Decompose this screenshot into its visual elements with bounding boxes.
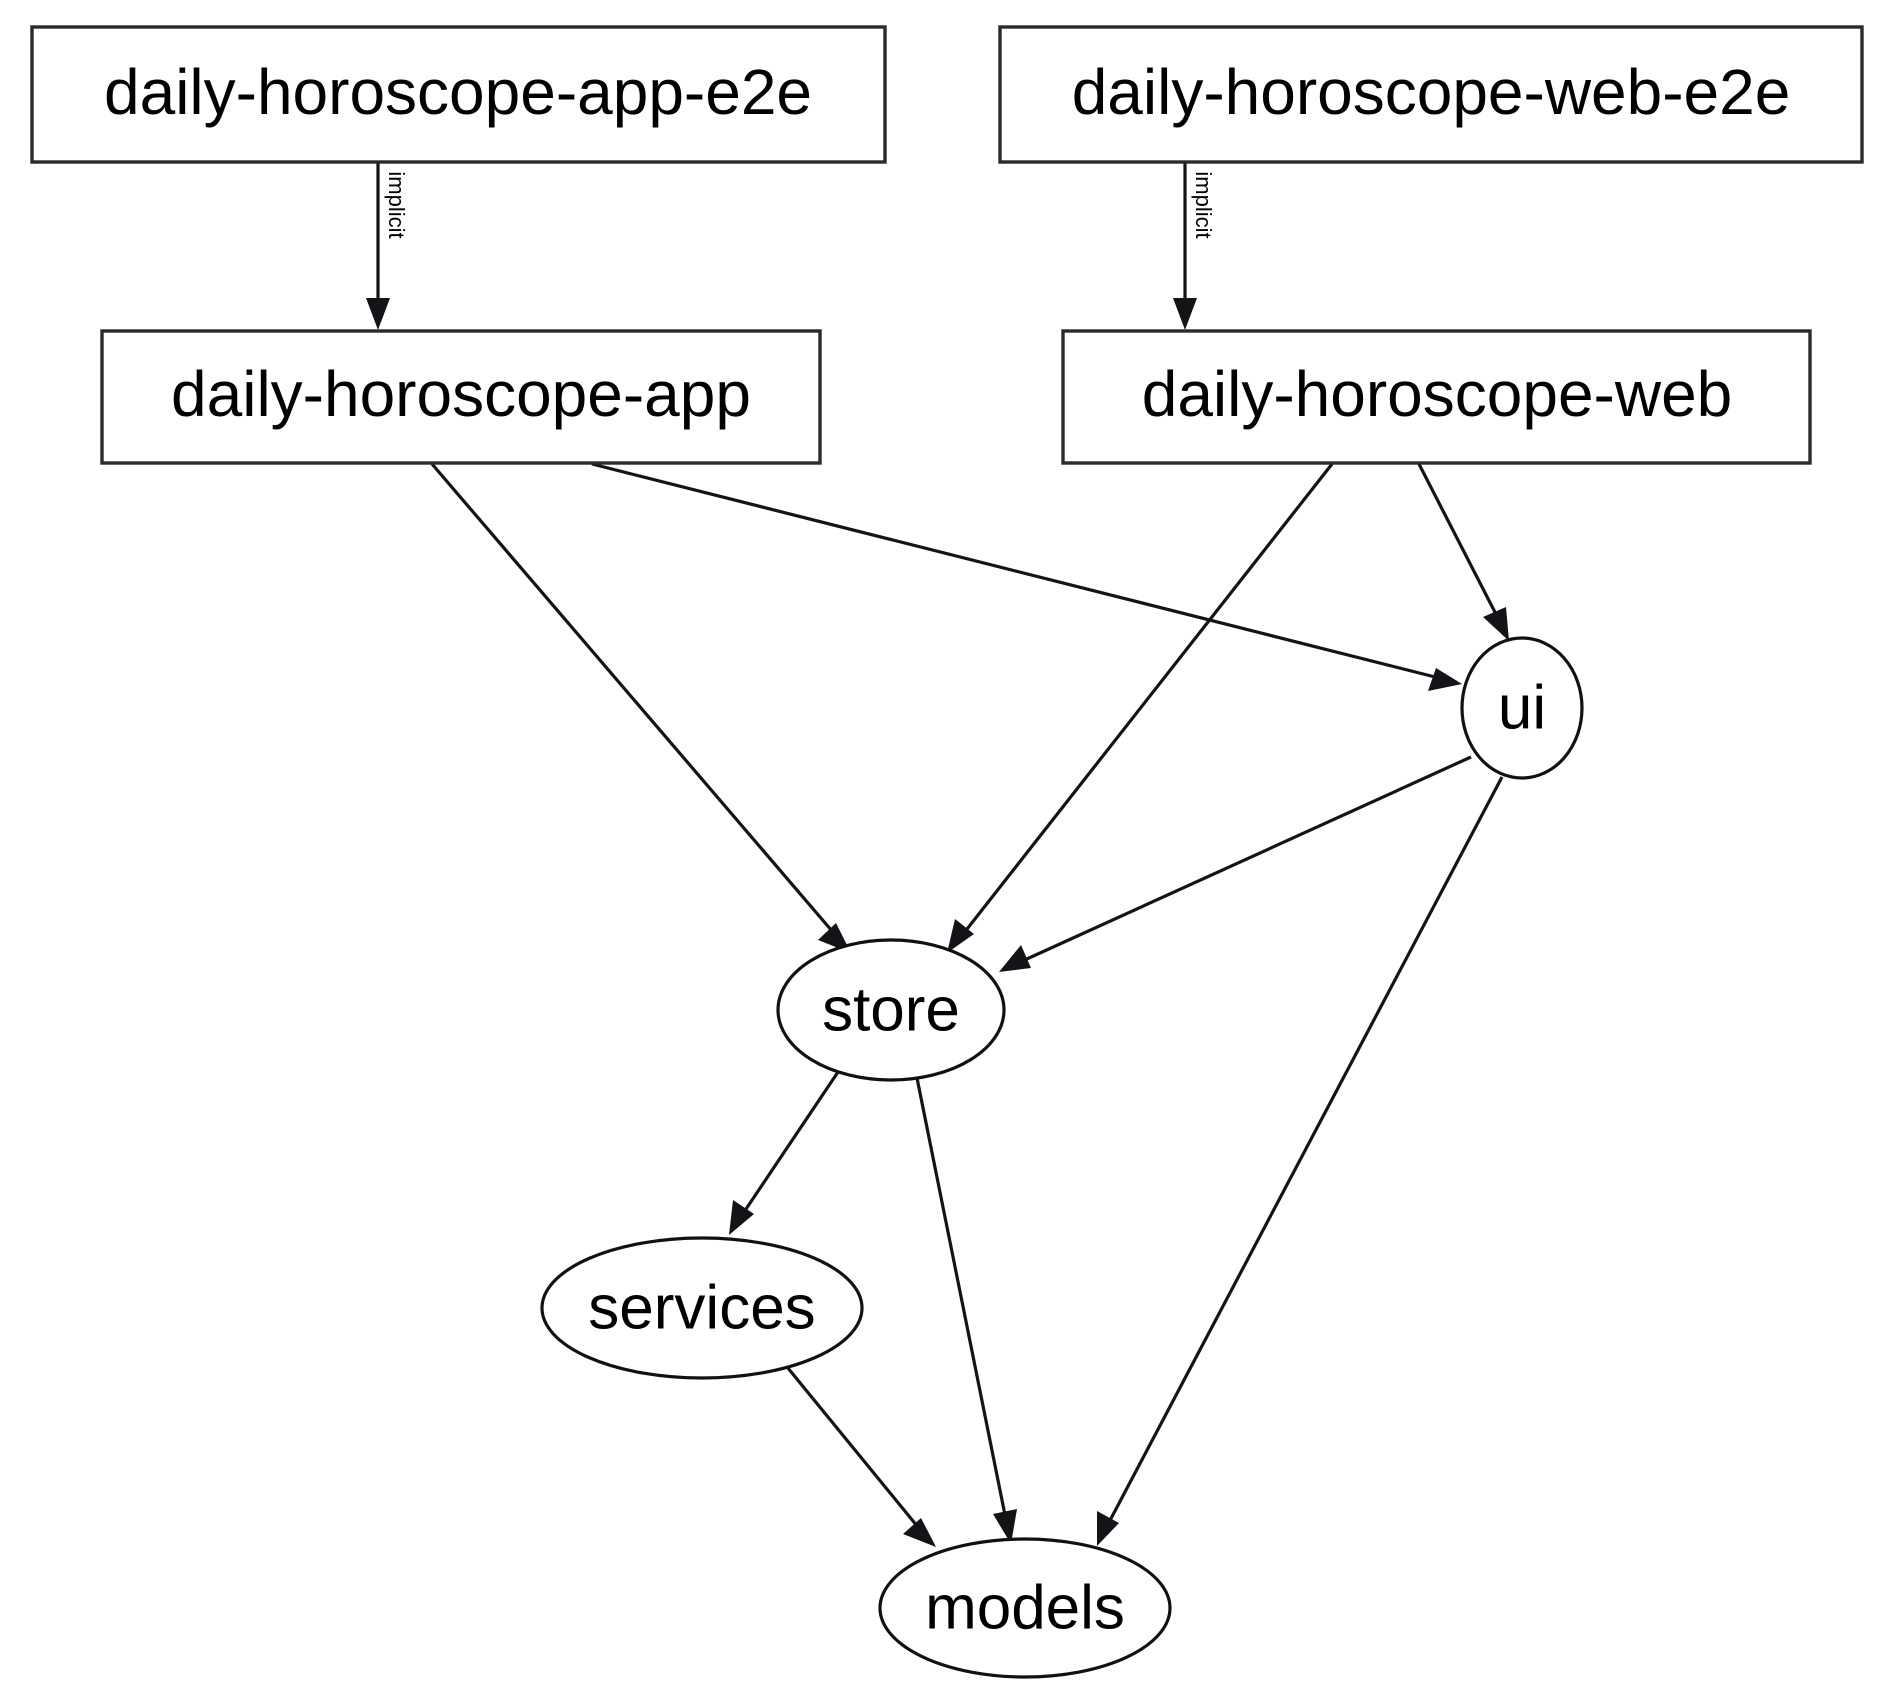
edge-line [430, 462, 840, 940]
edge-line [738, 1068, 842, 1219]
edge-ui-to-models [1097, 776, 1504, 1546]
node-services[interactable]: services [540, 1236, 864, 1380]
edge-services-to-models [781, 1360, 936, 1547]
node-label: daily-horoscope-web [1142, 358, 1733, 430]
edge-app-to-ui [591, 462, 1462, 691]
node-label: store [822, 975, 960, 1044]
node-label: daily-horoscope-app [171, 358, 751, 430]
node-daily-horoscope-app-e2e[interactable]: daily-horoscope-app-e2e [30, 25, 887, 164]
node-shape-box[interactable] [30, 25, 887, 164]
edge-web-to-ui [1417, 463, 1509, 641]
edge-web-to-store [947, 463, 1334, 953]
node-shape-ellipse[interactable] [776, 938, 1006, 1082]
node-ui[interactable]: ui [1460, 636, 1584, 780]
arrowhead-icon [947, 919, 974, 953]
arrowhead-icon [903, 1518, 936, 1547]
node-models[interactable]: models [878, 1537, 1172, 1679]
node-store[interactable]: store [776, 938, 1006, 1082]
node-shape-box[interactable] [998, 25, 1864, 164]
edge-line [1417, 463, 1502, 623]
edge-ui-to-store [999, 755, 1472, 972]
arrowhead-icon [1097, 1511, 1119, 1546]
node-shape-box[interactable] [1061, 329, 1812, 465]
arrowhead-icon [1173, 298, 1197, 330]
node-label: daily-horoscope-web-e2e [1072, 56, 1791, 128]
arrowhead-icon [1483, 607, 1509, 641]
edge-app-to-store [430, 462, 851, 953]
edge-label-implicit-app: implicit [384, 171, 409, 238]
edge-line [1104, 776, 1504, 1529]
node-daily-horoscope-web[interactable]: daily-horoscope-web [1061, 329, 1812, 465]
edge-store-to-models [915, 1077, 1017, 1544]
edge-app-e2e-to-app: implicit [366, 163, 409, 330]
edge-line [781, 1360, 924, 1534]
edge-line [591, 462, 1444, 681]
node-label: models [925, 1573, 1125, 1642]
node-label: services [588, 1273, 815, 1342]
edge-web-e2e-to-web: implicit [1173, 163, 1216, 330]
arrowhead-icon [1428, 668, 1462, 691]
edge-line [958, 463, 1334, 939]
arrowhead-icon [999, 945, 1031, 972]
arrowhead-icon [993, 1509, 1017, 1544]
edge-line [915, 1077, 1009, 1526]
edge-line [1017, 755, 1472, 965]
node-shape-box[interactable] [100, 329, 822, 465]
edge-store-to-services [729, 1068, 842, 1235]
node-shape-ellipse[interactable] [878, 1537, 1172, 1679]
edge-label-implicit-web: implicit [1191, 171, 1216, 238]
node-label: daily-horoscope-app-e2e [104, 56, 812, 128]
node-shape-ellipse[interactable] [1460, 636, 1584, 780]
node-daily-horoscope-app[interactable]: daily-horoscope-app [100, 329, 822, 465]
node-label: ui [1498, 673, 1546, 742]
node-daily-horoscope-web-e2e[interactable]: daily-horoscope-web-e2e [998, 25, 1864, 164]
node-shape-ellipse[interactable] [540, 1236, 864, 1380]
arrowhead-icon [366, 298, 390, 330]
arrowhead-icon [729, 1200, 754, 1235]
